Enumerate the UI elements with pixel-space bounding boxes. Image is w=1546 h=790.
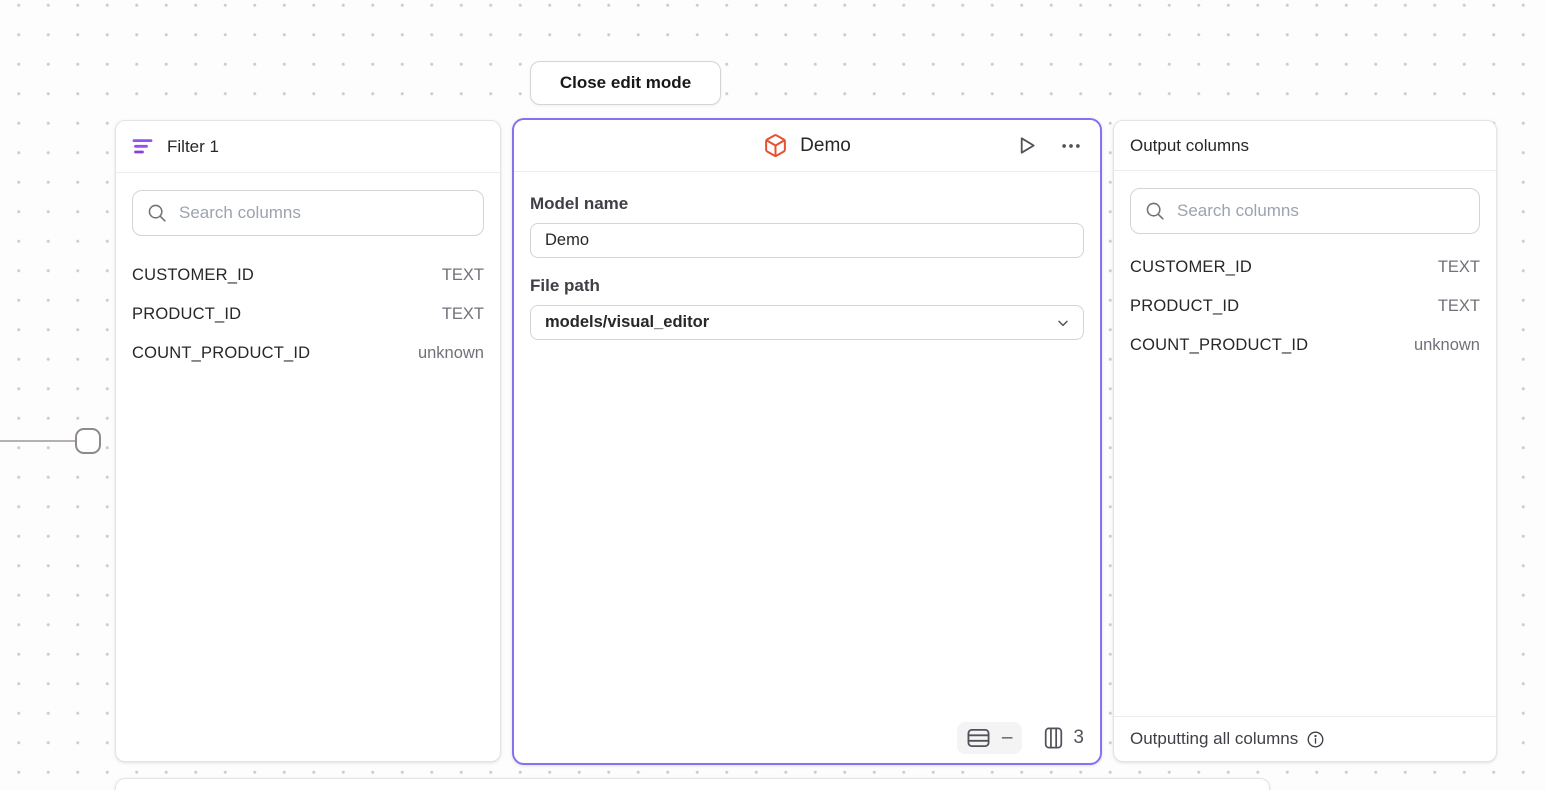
column-count-value: 3 <box>1073 727 1084 748</box>
column-type: unknown <box>1413 336 1480 354</box>
bottom-panel-clipped[interactable] <box>115 778 1270 790</box>
column-count-indicator: 3 <box>1044 727 1084 749</box>
output-column-list: CUSTOMER_ID TEXT PRODUCT_ID TEXT COUNT_P… <box>1114 248 1496 365</box>
cube-icon <box>763 133 788 158</box>
output-footer-status: Outputting all columns <box>1114 716 1496 761</box>
output-panel-title: Output columns <box>1130 135 1250 155</box>
column-type: TEXT <box>1437 258 1480 276</box>
column-name: CUSTOMER_ID <box>1130 258 1252 276</box>
column-type: TEXT <box>441 305 484 323</box>
ellipsis-icon[interactable] <box>1060 135 1082 157</box>
filter-search-box[interactable] <box>132 190 484 236</box>
info-icon[interactable] <box>1306 730 1325 749</box>
search-icon <box>147 203 167 223</box>
file-path-select[interactable]: models/visual_editor <box>530 305 1084 340</box>
file-path-value: models/visual_editor <box>545 313 710 331</box>
column-name: PRODUCT_ID <box>132 305 242 323</box>
model-node-panel-selected[interactable]: Demo Model name File path models/visual_… <box>512 118 1102 765</box>
column-type: unknown <box>417 344 484 362</box>
play-icon[interactable] <box>1015 134 1038 157</box>
column-type: TEXT <box>441 266 484 284</box>
filter-panel-header: Filter 1 <box>116 121 500 173</box>
output-panel-header: Output columns <box>1114 121 1496 171</box>
filter-icon <box>132 138 153 155</box>
output-columns-panel[interactable]: Output columns CUSTOMER_ID TEXT PRODUCT_… <box>1113 120 1497 762</box>
output-footer-text: Outputting all columns <box>1130 729 1299 748</box>
row-limit-value: – <box>1001 727 1013 748</box>
column-row[interactable]: PRODUCT_ID TEXT <box>1130 287 1480 326</box>
filter-column-list: CUSTOMER_ID TEXT PRODUCT_ID TEXT COUNT_P… <box>116 256 500 373</box>
edge-connection-handle[interactable] <box>75 428 101 454</box>
rows-icon <box>967 728 990 748</box>
column-type: TEXT <box>1437 297 1480 315</box>
output-search-box[interactable] <box>1130 188 1480 234</box>
row-limit-control[interactable]: – <box>956 722 1023 754</box>
output-search-input[interactable] <box>1177 201 1465 221</box>
column-row[interactable]: CUSTOMER_ID TEXT <box>132 256 484 295</box>
model-name-label: Model name <box>530 194 629 213</box>
file-path-label: File path <box>530 276 600 295</box>
model-panel-header: Demo <box>514 120 1100 172</box>
column-row[interactable]: PRODUCT_ID TEXT <box>132 295 484 334</box>
columns-icon <box>1044 727 1063 749</box>
model-footer-toolbar: – 3 <box>956 722 1084 754</box>
chevron-down-icon <box>1055 315 1071 331</box>
column-name: CUSTOMER_ID <box>132 266 254 284</box>
column-name: COUNT_PRODUCT_ID <box>132 344 311 362</box>
search-icon <box>1145 201 1165 221</box>
column-name: PRODUCT_ID <box>1130 297 1240 315</box>
column-name: COUNT_PRODUCT_ID <box>1130 336 1309 354</box>
edge-connector-line <box>0 440 78 442</box>
column-row[interactable]: COUNT_PRODUCT_ID unknown <box>132 334 484 373</box>
filter-panel-title: Filter 1 <box>167 136 219 156</box>
close-edit-mode-button[interactable]: Close edit mode <box>530 61 721 105</box>
model-name-input[interactable] <box>530 223 1084 258</box>
column-row[interactable]: COUNT_PRODUCT_ID unknown <box>1130 326 1480 365</box>
model-panel-title: Demo <box>800 134 851 156</box>
column-row[interactable]: CUSTOMER_ID TEXT <box>1130 248 1480 287</box>
filter-node-panel[interactable]: Filter 1 CUSTOMER_ID TEXT PRODUCT_ID TEX… <box>115 120 501 762</box>
filter-search-input[interactable] <box>179 203 469 223</box>
